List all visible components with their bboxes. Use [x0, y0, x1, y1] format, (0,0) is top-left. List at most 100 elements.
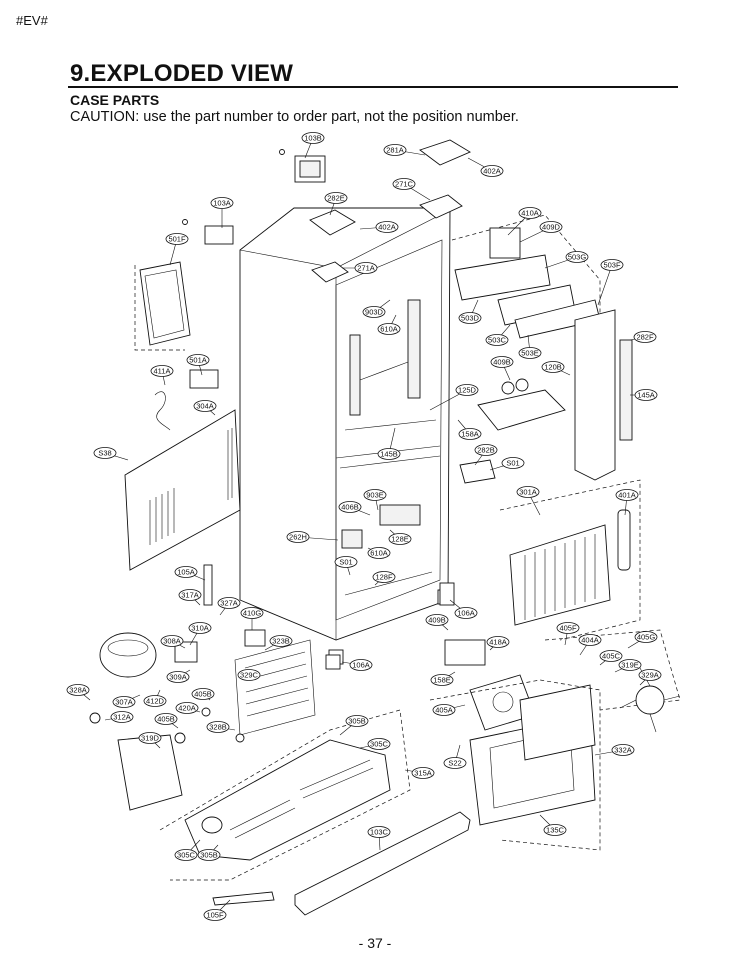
callout-bubble: [411, 767, 435, 779]
callout-label: 409B: [428, 616, 446, 625]
callout-label: 319E: [621, 661, 639, 670]
callout-label: 282E: [327, 194, 345, 203]
callout-label: 404A: [581, 636, 599, 645]
callout-label: 503G: [568, 253, 587, 262]
callout-label: 271A: [357, 264, 375, 273]
callout-bubble: [518, 207, 542, 219]
callout-bubble: [454, 607, 478, 619]
bottom-parts-drawing: [159, 679, 601, 916]
callout-label: 305C: [177, 851, 196, 860]
callout-bubble: [345, 715, 369, 727]
callout-label: 409B: [493, 358, 511, 367]
callout-label: 105F: [206, 911, 224, 920]
callout-bubble: [362, 306, 386, 318]
callout-label: S22: [448, 759, 461, 768]
callout-label: 409D: [542, 223, 561, 232]
callout-bubble: [599, 650, 623, 662]
callout-bubble: [138, 732, 162, 744]
callout-bubble: [188, 622, 212, 634]
callout-label: 282B: [477, 446, 495, 455]
top-parts-drawing: [182, 139, 471, 283]
callout-bubble: [110, 711, 134, 723]
callout-label: 323B: [272, 637, 290, 646]
callout-label: 410G: [243, 609, 262, 618]
caution-note: CAUTION: use the part number to order pa…: [70, 109, 519, 125]
callout-bubble: [486, 636, 510, 648]
callout-bubble: [143, 695, 167, 707]
callout-bubble: [349, 659, 373, 671]
callout-bubble: [191, 688, 215, 700]
title-rule: [68, 86, 678, 88]
callout-label: 145B: [380, 450, 398, 459]
callout-bubble: [458, 428, 482, 440]
callout-bubble: [165, 233, 189, 245]
callout-label: 329C: [240, 671, 259, 680]
callout-label: 262H: [289, 533, 307, 542]
callout-bubble: [93, 447, 117, 459]
callout-label: 301A: [519, 488, 537, 497]
callout-bubble: [480, 165, 504, 177]
callout-label: 402A: [483, 167, 501, 176]
callout-label: 405B: [157, 715, 175, 724]
callout-bubble: [383, 144, 407, 156]
callout-bubble: [377, 323, 401, 335]
callout-bubble: [203, 909, 227, 921]
callout-label: 128E: [391, 535, 409, 544]
callout-bubble: [66, 684, 90, 696]
callout-label: 271C: [395, 180, 414, 189]
callout-leader: [597, 264, 613, 306]
callout-label: 412D: [146, 697, 165, 706]
callout-bubble: [367, 547, 391, 559]
callout-label: 405C: [602, 652, 621, 661]
callout-bubble: [432, 704, 456, 716]
callout-label: 304A: [196, 402, 214, 411]
callout-label: 317A: [181, 591, 199, 600]
callout-label: 501F: [168, 235, 186, 244]
callout-bubble: [160, 635, 184, 647]
callout-label: 406B: [341, 503, 359, 512]
callout-label: 103A: [213, 199, 231, 208]
document-tag: #EV#: [16, 13, 48, 28]
callout-label: S38: [98, 449, 111, 458]
callout-label: 120B: [544, 363, 562, 372]
callout-label: 145A: [637, 391, 655, 400]
callout-bubble: [633, 331, 657, 343]
callout-label: 402A: [378, 223, 396, 232]
callout-bubble: [618, 659, 642, 671]
callout-label: 125D: [458, 386, 477, 395]
callout-label: 329A: [641, 671, 659, 680]
callout-bubble: [377, 448, 401, 460]
callout-bubble: [324, 192, 348, 204]
callout-label: 106A: [352, 661, 370, 670]
callout-label: 158E: [433, 676, 451, 685]
callout-bubble: [392, 178, 416, 190]
callout-label: 420A: [178, 704, 196, 713]
callout-bubble: [174, 849, 198, 861]
callout-bubble: [286, 531, 310, 543]
callout-bubble: [363, 489, 387, 501]
callout-bubble: [455, 384, 479, 396]
callout-bubble: [354, 262, 378, 274]
callout-bubble: [556, 622, 580, 634]
callout-bubble: [501, 457, 525, 469]
callout-bubble: [269, 635, 293, 647]
callout-bubble: [443, 757, 467, 769]
callout-label: 401A: [618, 491, 636, 500]
callout-label: S01: [339, 558, 352, 567]
callout-bubble: [611, 744, 635, 756]
callout-label: 405G: [637, 633, 656, 642]
callout-label: 128F: [375, 573, 393, 582]
callout-label: 332A: [614, 746, 632, 755]
callout-bubble: [178, 589, 202, 601]
right-parts-drawing: [451, 214, 633, 484]
page-title: 9.EXPLODED VIEW: [70, 60, 294, 87]
callout-bubble: [175, 702, 199, 714]
callout-bubble: [186, 354, 210, 366]
callout-labels: 103B281A402A271C282E402A103A410A409D501F…: [66, 132, 662, 921]
callout-label: 315A: [414, 769, 432, 778]
callout-label: 503C: [488, 336, 507, 345]
callout-bubble: [634, 631, 658, 643]
callout-bubble: [338, 501, 362, 513]
callout-bubble: [154, 713, 178, 725]
